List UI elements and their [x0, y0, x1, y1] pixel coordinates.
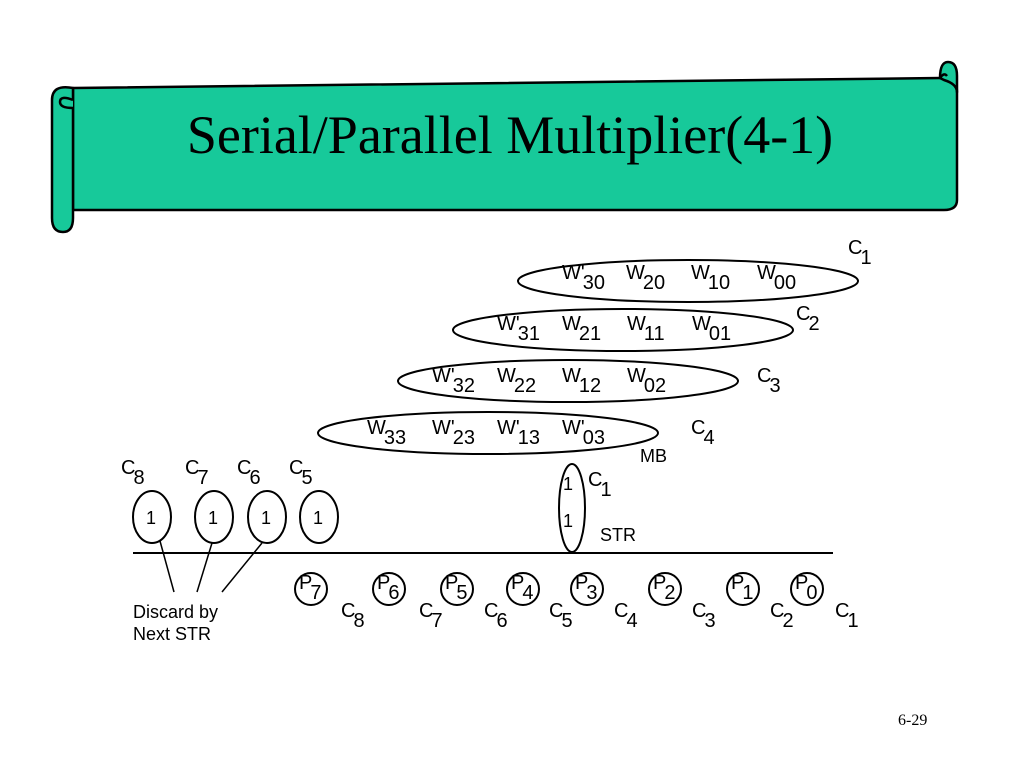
- product-circles: [294, 572, 824, 606]
- lower-carry: C7: [419, 600, 443, 632]
- banner-right-curl-inner: [938, 73, 948, 79]
- product-label: P5: [445, 572, 468, 604]
- product-circle: [726, 572, 760, 606]
- row-2-item: W01: [692, 313, 732, 345]
- upper-carry: C7: [185, 457, 209, 489]
- row-1-item: W20: [626, 262, 666, 294]
- row-1-ellipse: [517, 259, 859, 303]
- upper-bit-value: 1: [146, 508, 157, 528]
- banner-left-curl-inner: [58, 96, 74, 110]
- row-4-item: W'13: [497, 417, 540, 449]
- row-3-item: W02: [627, 365, 667, 397]
- row-3-item: W12: [562, 365, 602, 397]
- row-3-item: W22: [497, 365, 537, 397]
- discard-label-line: Next STR: [133, 624, 212, 644]
- discard-label-line: Discard by: [133, 602, 219, 622]
- lower-carry: C4: [614, 600, 638, 632]
- product-circle: [294, 572, 328, 606]
- row-4-item: W33: [367, 417, 407, 449]
- str-value: 1: [563, 511, 574, 531]
- row-4-item: W'03: [562, 417, 605, 449]
- upper-carry: C5: [289, 457, 313, 489]
- page-number: 6-29: [898, 712, 928, 729]
- product-circle: [372, 572, 406, 606]
- lower-carry: C8: [341, 600, 365, 632]
- product-circle: [648, 572, 682, 606]
- row-1-item: W00: [757, 262, 797, 294]
- upper-bit-value: 1: [208, 508, 219, 528]
- upper-bit-ellipse: [132, 490, 172, 544]
- row-1-item: W10: [691, 262, 731, 294]
- product-label: P0: [795, 572, 818, 604]
- lower-carry: C3: [692, 600, 716, 632]
- upper-carry: C8: [121, 457, 145, 489]
- product-label: P6: [377, 572, 400, 604]
- upper-carry: C6: [237, 457, 261, 489]
- discard-pointer-lines: [159, 540, 263, 593]
- row-2-item: W'31: [497, 313, 540, 345]
- row-2-item: W21: [562, 313, 602, 345]
- mb-label: MB: [640, 446, 667, 466]
- row-3-item: W'32: [432, 365, 475, 397]
- lower-carry: C5: [549, 600, 573, 632]
- upper-bit-value: 1: [313, 508, 324, 528]
- upper-bit-ellipse: [299, 490, 339, 544]
- product-circle: [506, 572, 540, 606]
- product-circle: [440, 572, 474, 606]
- discard-pointer-line: [221, 542, 263, 593]
- str-carry: C1: [588, 469, 612, 501]
- discard-label: Discard by Next STR: [133, 601, 218, 645]
- product-circle: [790, 572, 824, 606]
- row-1-carry: C1: [848, 237, 872, 269]
- lower-carry: C2: [770, 600, 794, 632]
- upper-bit-ellipse: [247, 490, 287, 544]
- upper-bit-ellipses: [132, 490, 339, 544]
- banner-left-curl: [50, 86, 75, 234]
- title-banner: [50, 60, 959, 234]
- lower-carry: C6: [484, 600, 508, 632]
- row-4-ellipse: [317, 411, 659, 455]
- product-label: P2: [653, 572, 676, 604]
- row-1-item: W'30: [562, 262, 605, 294]
- product-label: P7: [299, 572, 322, 604]
- row-2-item: W11: [627, 313, 665, 345]
- row-3-carry: C3: [757, 365, 781, 397]
- banner-right-curl: [938, 60, 959, 94]
- product-label: P4: [511, 572, 534, 604]
- upper-bit-ellipse: [194, 490, 234, 544]
- row-4-carry: C4: [691, 417, 715, 449]
- row-ellipses: [317, 259, 859, 553]
- product-circle: [570, 572, 604, 606]
- row-2-ellipse: [452, 308, 794, 352]
- str-label: STR: [600, 525, 636, 545]
- discard-pointer-line: [159, 540, 175, 593]
- row-2-carry: C2: [796, 303, 820, 335]
- upper-bit-value: 1: [261, 508, 272, 528]
- product-label: P3: [575, 572, 598, 604]
- lower-carry: C1: [835, 600, 859, 632]
- product-label: P1: [731, 572, 754, 604]
- row-4-item: W'23: [432, 417, 475, 449]
- str-value: 1: [563, 474, 574, 494]
- row-3-ellipse: [397, 359, 739, 403]
- discard-pointer-line: [196, 542, 213, 593]
- slide-title: Serial/Parallel Multiplier(4-1): [186, 105, 834, 165]
